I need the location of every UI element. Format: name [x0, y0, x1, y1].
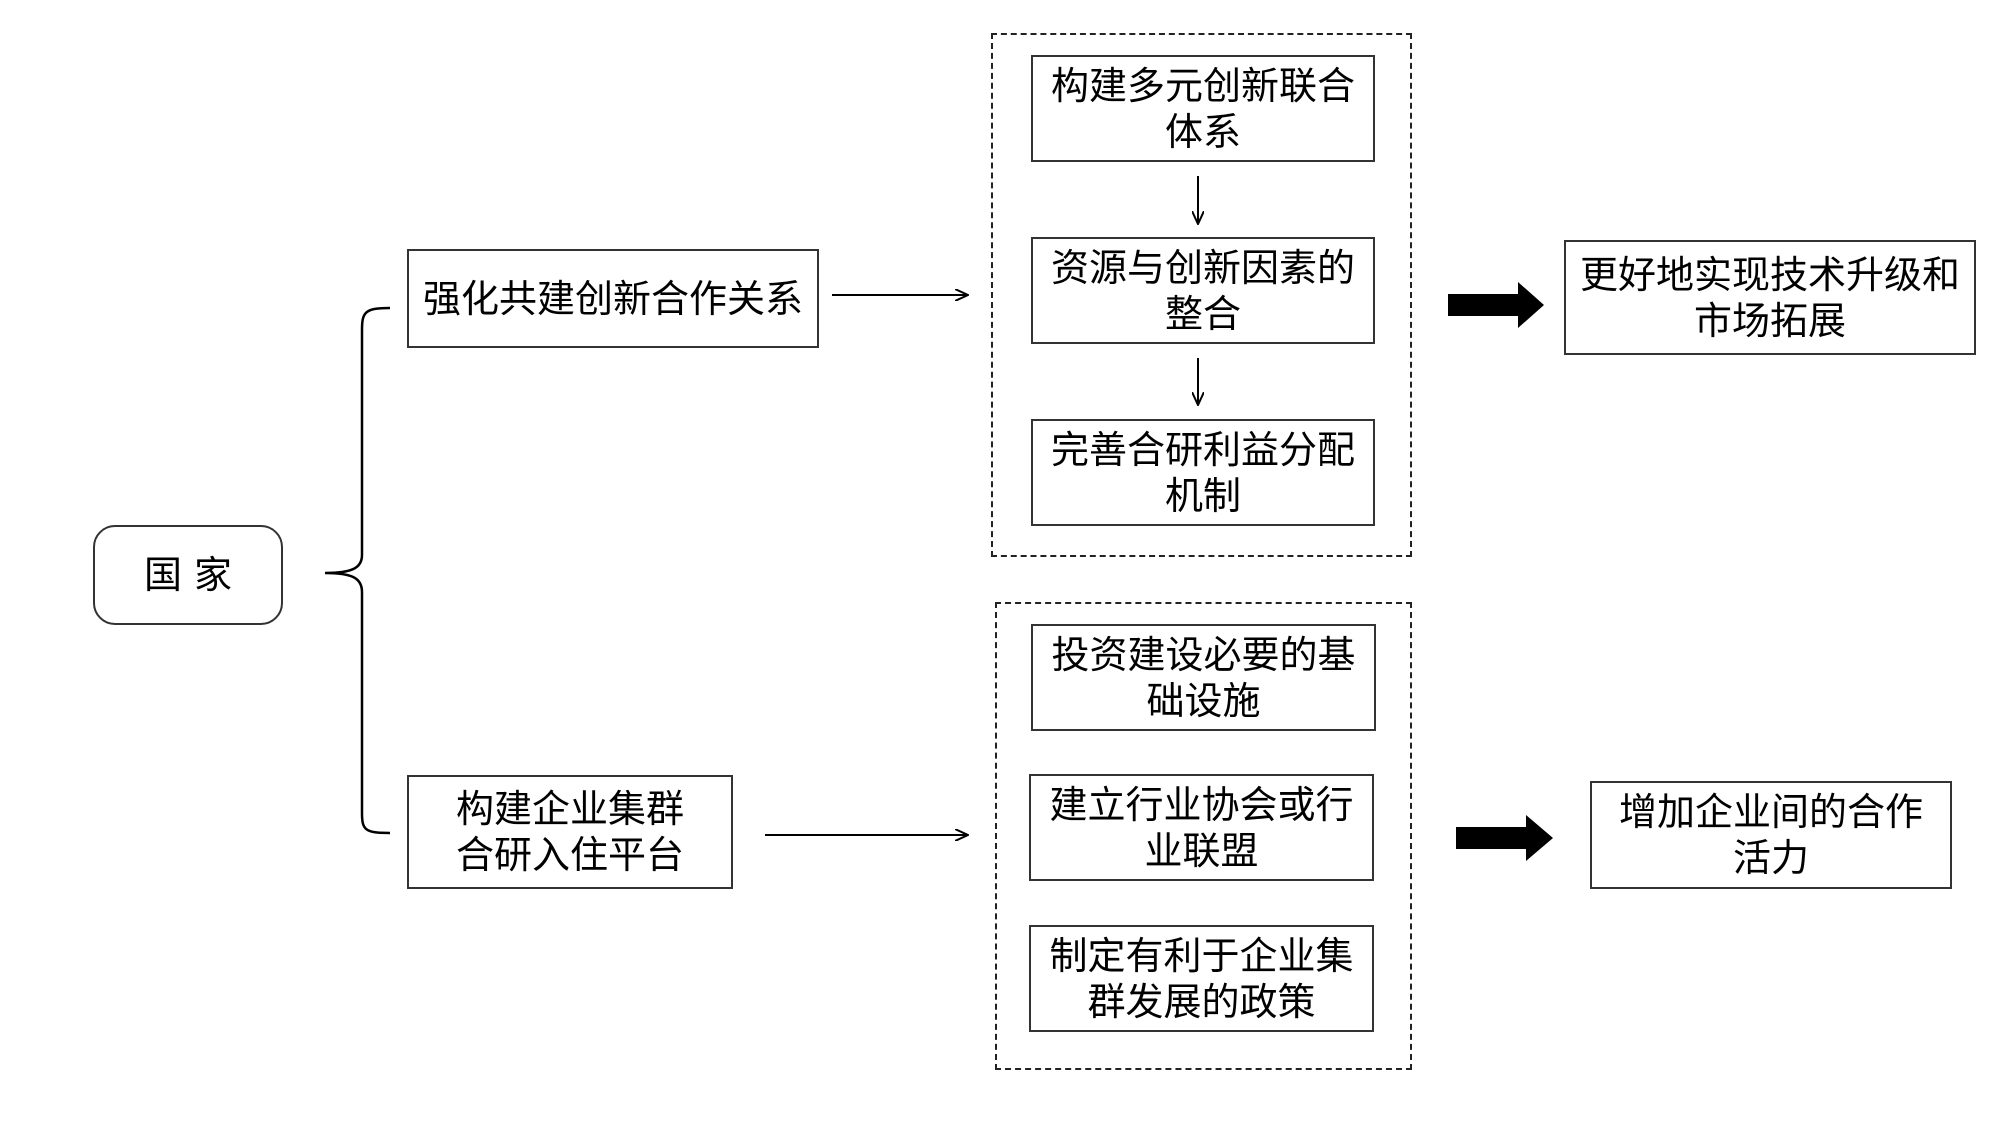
outcome-arrow-2: [1456, 815, 1553, 861]
outcome-1-label: 更好地实现技术升级和市场拓展: [1579, 252, 1960, 343]
step-2-3: 制定有利于企业集群发展的政策: [1029, 925, 1374, 1032]
outcome-2-label: 增加企业间的合作活力: [1618, 790, 1923, 880]
step-1-1-label: 构建多元创新联合体系: [1050, 63, 1355, 154]
outcome-arrow-1: [1448, 282, 1544, 328]
root-node: 国 家: [93, 525, 283, 625]
root-label: 国 家: [143, 553, 233, 597]
step-1-3: 完善合研利益分配机制: [1031, 419, 1375, 526]
outcome-node-1: 更好地实现技术升级和市场拓展: [1564, 240, 1976, 355]
step-2-2: 建立行业协会或行业联盟: [1029, 774, 1374, 881]
step-group-1: [991, 33, 1412, 557]
step-1-2-label: 资源与创新因素的整合: [1050, 245, 1355, 336]
branch-node-1: 强化共建创新合作关系: [407, 249, 819, 348]
outcome-node-2: 增加企业间的合作活力: [1590, 781, 1952, 889]
branch-brace: [324, 306, 391, 835]
step-2-1: 投资建设必要的基础设施: [1031, 624, 1376, 731]
step-group-2: [995, 602, 1412, 1070]
branch-2-label: 构建企业集群合研入住平台: [455, 787, 684, 877]
branch-1-label: 强化共建创新合作关系: [422, 276, 803, 321]
step-1-3-label: 完善合研利益分配机制: [1050, 427, 1355, 518]
step-1-2: 资源与创新因素的整合: [1031, 237, 1375, 344]
step-2-3-label: 制定有利于企业集群发展的政策: [1049, 933, 1354, 1024]
step-2-2-label: 建立行业协会或行业联盟: [1049, 782, 1354, 873]
step-2-1-label: 投资建设必要的基础设施: [1051, 632, 1356, 723]
branch-node-2: 构建企业集群合研入住平台: [407, 775, 733, 889]
step-1-1: 构建多元创新联合体系: [1031, 55, 1375, 162]
